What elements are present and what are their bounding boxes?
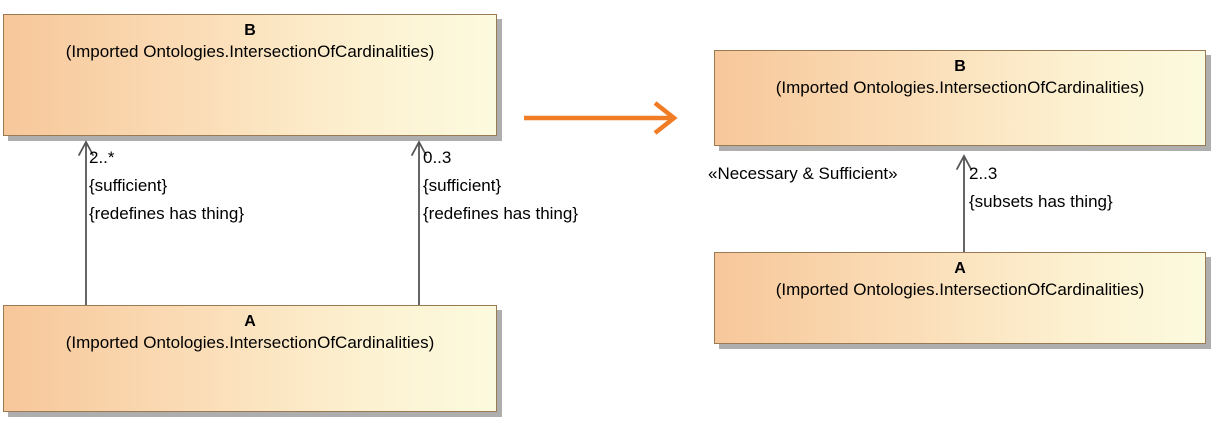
constraint-label: {sufficient} xyxy=(423,176,502,195)
class-box-right-superclass-b[interactable]: B (Imported Ontologies.IntersectionOfCar… xyxy=(714,50,1206,146)
transform-right-arrow-icon xyxy=(524,101,678,135)
constraint-label: {sufficient} xyxy=(89,176,168,195)
class-box-left-subclass-a[interactable]: A (Imported Ontologies.IntersectionOfCar… xyxy=(3,305,497,412)
constraint-label: {subsets has thing} xyxy=(969,192,1113,211)
class-name: B xyxy=(244,22,256,39)
class-box-right-subclass-a[interactable]: A (Imported Ontologies.IntersectionOfCar… xyxy=(714,252,1206,344)
class-qualifier: (Imported Ontologies.IntersectionOfCardi… xyxy=(65,42,435,61)
stereotype-label: «Necessary & Sufficient» xyxy=(708,164,898,183)
class-qualifier: (Imported Ontologies.IntersectionOfCardi… xyxy=(775,78,1145,97)
class-qualifier: (Imported Ontologies.IntersectionOfCardi… xyxy=(65,333,435,352)
edge-labels-right: 2..3 {subsets has thing} xyxy=(969,160,1113,216)
multiplicity-label: 2..3 xyxy=(969,164,998,183)
transform-arrow-head xyxy=(653,101,678,135)
multiplicity-label: 0..3 xyxy=(423,148,452,167)
constraint-label: {redefines has thing} xyxy=(423,204,579,223)
edge-labels-left-1: 2..* {sufficient} {redefines has thing} xyxy=(89,144,244,228)
class-qualifier: (Imported Ontologies.IntersectionOfCardi… xyxy=(775,280,1145,299)
constraint-label: {redefines has thing} xyxy=(89,204,245,223)
edge-labels-left-2: 0..3 {sufficient} {redefines has thing} xyxy=(423,144,578,228)
class-name: B xyxy=(954,58,966,75)
multiplicity-label: 2..* xyxy=(89,148,115,167)
class-box-left-superclass-b[interactable]: B (Imported Ontologies.IntersectionOfCar… xyxy=(3,14,497,136)
class-name: A xyxy=(244,313,256,330)
class-name: A xyxy=(954,260,966,277)
